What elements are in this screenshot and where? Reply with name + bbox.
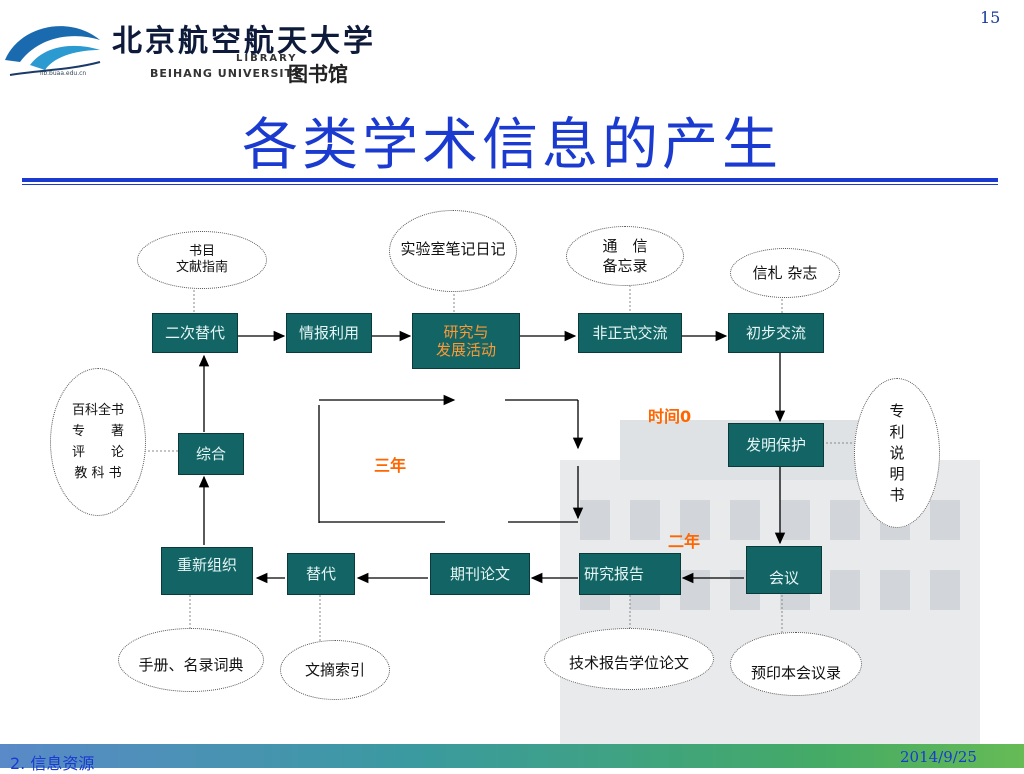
footer-date: 2014/9/25 — [900, 748, 977, 766]
box-reorganize: 重新组织 — [161, 547, 253, 595]
box-initial-exchange: 初步交流 — [728, 313, 824, 353]
footer-bar — [0, 744, 1024, 768]
research-line2: 发展活动 — [435, 341, 496, 359]
comm-line2: 备忘录 — [602, 257, 648, 275]
research-line1: 研究与 — [443, 323, 489, 341]
box-substitute: 替代 — [287, 553, 355, 595]
bibliography-line1: 书目 — [188, 244, 215, 259]
label-two-years: 二年 — [668, 532, 701, 551]
ellipse-correspondence: 通 信 备忘录 — [566, 226, 684, 286]
ellipse-bibliography: 书目 文献指南 — [137, 231, 267, 289]
box-invention-protection: 发明保护 — [728, 423, 824, 467]
patent-spec-char: 专 — [889, 401, 905, 420]
label-time-zero: 时间0 — [648, 407, 692, 426]
box-informal-exchange: 非正式交流 — [578, 313, 682, 353]
logo-university-en: BEIHANG UNIVERSITY — [150, 67, 302, 80]
ellipse-patent-spec: 专 利 说 明 书 — [854, 378, 940, 528]
patent-spec-char: 利 — [889, 422, 905, 441]
encyclopedia-line: 百科全书 — [71, 403, 124, 418]
box-meeting: 会议 — [746, 546, 822, 594]
ellipse-handbook: 手册、名录词典 — [118, 628, 264, 692]
patent-spec-char: 书 — [889, 485, 905, 504]
slide-title: 各类学术信息的产生 — [242, 113, 782, 178]
label-three-years: 三年 — [374, 456, 407, 475]
logo-url: lib.buaa.edu.cn — [40, 70, 87, 77]
box-journal-paper: 期刊论文 — [430, 553, 530, 595]
footer-section: 2. 信息资源 — [10, 754, 95, 773]
encyclopedia-line: 教 科 书 — [74, 466, 122, 481]
logo-library-en: LIBRARY — [236, 53, 298, 64]
title-rule — [22, 178, 998, 182]
patent-spec-text: 专 利 说 明 书 — [889, 401, 904, 506]
university-logo-icon — [5, 26, 101, 76]
logo-cn-name: 北京航空航天大学 — [112, 24, 376, 59]
ellipse-encyclopedia: 百科全书 专 著 评 论 教 科 书 — [50, 368, 146, 516]
ellipse-lab-notes: 实验室笔记日记 — [389, 210, 517, 292]
ellipse-preprint: 预印本会议录 — [730, 632, 862, 696]
encyclopedia-line: 评 论 — [71, 445, 124, 460]
comm-line1: 通 信 — [602, 237, 648, 255]
encyclopedia-line: 专 著 — [71, 424, 124, 439]
patent-spec-char: 明 — [889, 464, 905, 483]
box-synthesis: 综合 — [178, 433, 244, 475]
box-research-development: 研究与 发展活动 — [412, 313, 520, 369]
box-secondary-substitute: 二次替代 — [152, 313, 238, 353]
box-intel-use: 情报利用 — [286, 313, 372, 353]
bibliography-line2: 文献指南 — [175, 260, 228, 275]
logo-library-cn: 图书馆 — [288, 62, 348, 86]
ellipse-letters-magazines: 信札 杂志 — [730, 248, 840, 298]
title-rule-thin — [22, 184, 998, 185]
ellipse-tech-report: 技术报告学位论文 — [544, 628, 714, 690]
ellipse-abstracts: 文摘索引 — [280, 640, 390, 700]
page-number: 15 — [980, 8, 1001, 27]
box-research-report: 研究报告 — [579, 553, 681, 595]
patent-spec-char: 说 — [889, 443, 905, 462]
